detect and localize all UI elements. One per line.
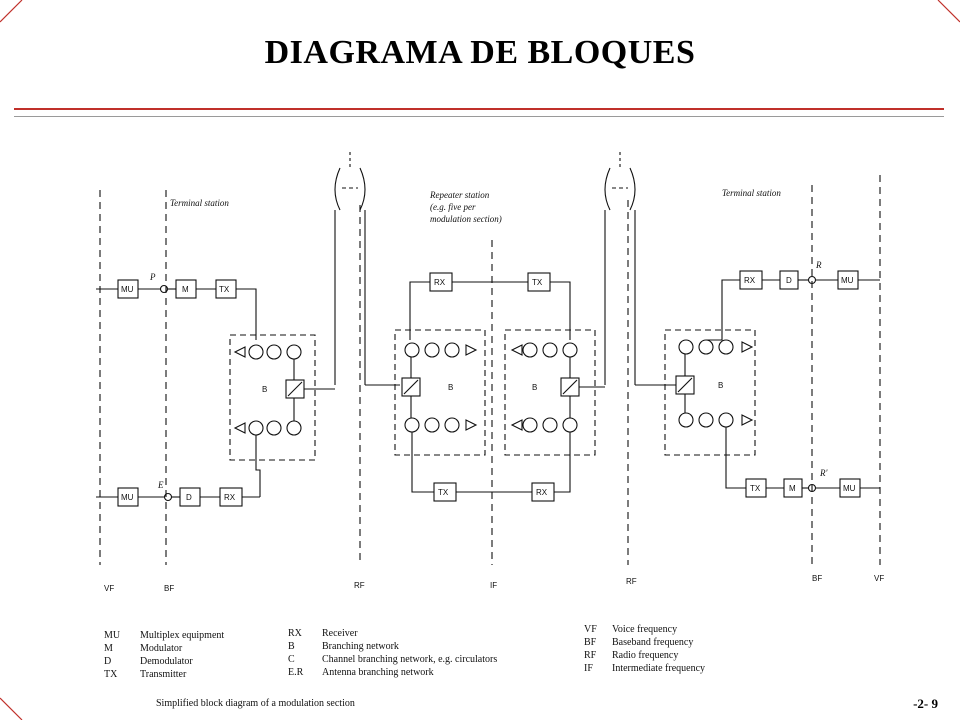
label-repeater-1: Repeater station — [429, 190, 490, 200]
label-repeater-3: modulation section) — [430, 214, 502, 224]
label-tx: TX — [750, 484, 761, 493]
axis-label-if: IF — [490, 581, 497, 590]
legend-desc: Transmitter — [140, 669, 187, 680]
label-repeater-2: (e.g. five per — [430, 202, 476, 212]
page-number: -2- 9 — [913, 696, 938, 711]
label-point-r-prime: R' — [819, 468, 828, 478]
legend-desc: Voice frequency — [612, 624, 677, 635]
legend-abbr: B — [288, 641, 295, 652]
label-b: B — [532, 383, 537, 392]
axis-label-rf-left: RF — [354, 581, 365, 590]
label-terminal-left: Terminal station — [170, 198, 229, 208]
legend-abbr: BF — [584, 637, 597, 648]
label-tx: TX — [532, 278, 543, 287]
legend-abbr: TX — [104, 669, 118, 680]
axis-label-bf-right: BF — [812, 574, 822, 583]
corner-decoration-top-right — [937, 0, 960, 23]
label-point-r: R — [815, 260, 822, 270]
label-mu: MU — [843, 484, 856, 493]
label-m: M — [789, 484, 796, 493]
title-rule-gray — [14, 116, 944, 117]
legend-desc: Branching network — [322, 641, 399, 652]
branching-box-repeater-left — [394, 329, 486, 456]
branching-box-repeater-right — [504, 329, 596, 456]
legend-desc: Receiver — [322, 628, 358, 639]
legend-abbr: D — [104, 656, 111, 667]
branching-box-right — [664, 329, 756, 456]
legend-desc: Channel branching network, e.g. circulat… — [322, 654, 497, 665]
legend-desc: Intermediate frequency — [612, 663, 705, 674]
legend: MU Multiplex equipment M Modulator D Dem… — [104, 624, 705, 680]
legend-abbr: C — [288, 654, 295, 665]
axis-label-bf-left: BF — [164, 584, 174, 593]
axis-label-vf-left: VF — [104, 584, 114, 593]
legend-desc: Demodulator — [140, 656, 193, 667]
axis-label-vf-right: VF — [874, 574, 884, 583]
label-b: B — [262, 385, 267, 394]
legend-abbr: VF — [584, 624, 597, 635]
antenna-left — [334, 152, 366, 385]
title-rule-red — [14, 108, 944, 110]
label-mu: MU — [841, 276, 854, 285]
label-mu: MU — [121, 285, 134, 294]
label-mu: MU — [121, 493, 134, 502]
corner-decoration-bottom-left — [0, 697, 23, 720]
label-d: D — [786, 276, 792, 285]
label-d: D — [186, 493, 192, 502]
legend-abbr: M — [104, 643, 113, 654]
figure-caption: Simplified block diagram of a modulation… — [156, 698, 355, 709]
axis-label-rf-right: RF — [626, 577, 637, 586]
label-tx: TX — [438, 488, 449, 497]
label-rx: RX — [224, 493, 236, 502]
label-m: M — [182, 285, 189, 294]
legend-abbr: RX — [288, 628, 303, 639]
label-b: B — [718, 381, 723, 390]
legend-abbr: IF — [584, 663, 593, 674]
legend-desc: Modulator — [140, 643, 183, 654]
legend-desc: Multiplex equipment — [140, 630, 224, 641]
legend-abbr: E.R — [288, 667, 304, 678]
legend-abbr: MU — [104, 630, 121, 641]
corner-decoration-top-left — [0, 0, 23, 23]
label-point-p: P — [149, 272, 156, 282]
legend-desc: Radio frequency — [612, 650, 678, 661]
label-rx: RX — [536, 488, 548, 497]
legend-abbr: RF — [584, 650, 597, 661]
antenna-right — [604, 152, 636, 385]
label-point-e: E — [157, 480, 164, 490]
legend-desc: Antenna branching network — [322, 667, 434, 678]
label-tx: TX — [219, 285, 230, 294]
label-rx: RX — [744, 276, 756, 285]
slide-title: DIAGRAMA DE BLOQUES — [264, 34, 696, 71]
label-b: B — [448, 383, 453, 392]
label-rx: RX — [434, 278, 446, 287]
label-terminal-right: Terminal station — [722, 188, 781, 198]
legend-desc: Baseband frequency — [612, 637, 693, 648]
branching-box-left — [229, 334, 316, 461]
